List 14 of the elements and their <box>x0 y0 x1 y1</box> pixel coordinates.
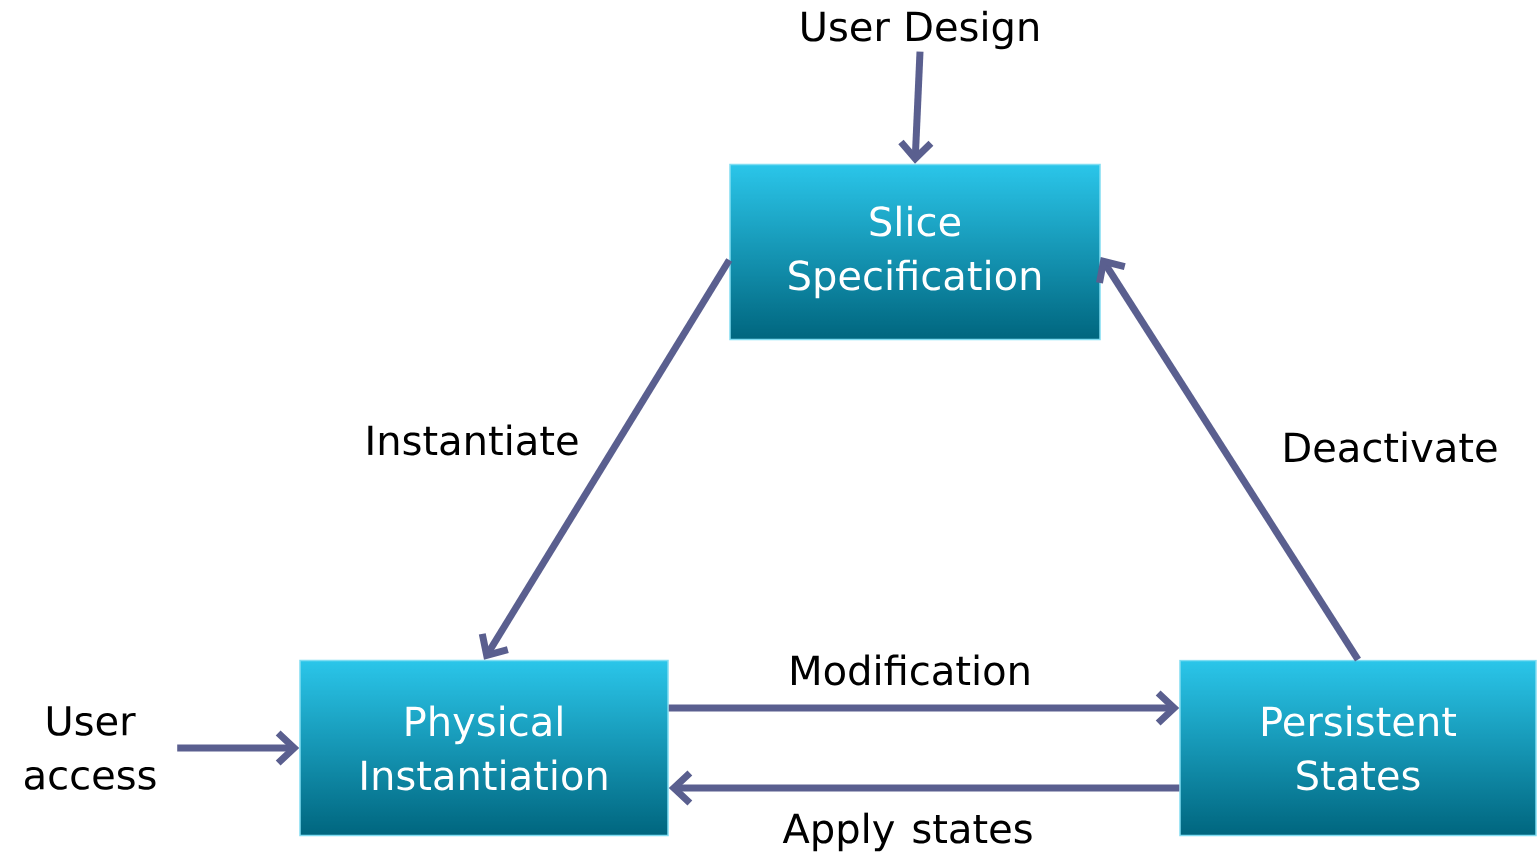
edge-label: Modification <box>787 653 1033 687</box>
process-box: Slice Specification <box>729 163 1101 341</box>
process-box: Persistent States <box>1179 659 1537 837</box>
arrow <box>668 770 1180 806</box>
arrow <box>1096 257 1361 662</box>
process-box: Physical Instantiation <box>299 659 669 837</box>
arrow <box>898 51 934 164</box>
edge-label: Deactivate <box>1280 430 1500 464</box>
input-label: User Design <box>802 10 1038 50</box>
arrow <box>668 690 1180 726</box>
input-label: User access <box>25 706 156 790</box>
arrow <box>478 258 733 660</box>
edge-label: Apply states <box>781 811 1035 853</box>
edge-label: Instantiate <box>363 423 581 457</box>
